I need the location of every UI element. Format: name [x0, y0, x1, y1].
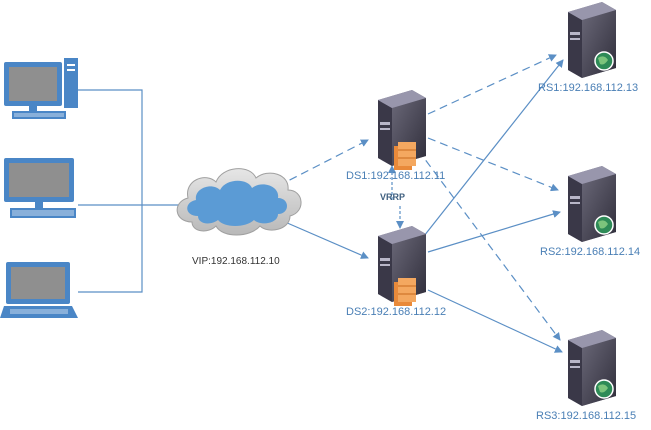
- laptop-icon: [0, 262, 78, 318]
- ds1-label: DS1:192.168.112.11: [346, 170, 446, 182]
- globe-icon: [594, 215, 614, 235]
- rs1-label: RS1:192.168.112.13: [538, 82, 639, 94]
- vip-label: VIP:192.168.112.10: [192, 256, 280, 267]
- globe-icon: [594, 379, 614, 399]
- desktop-icon: [4, 158, 76, 218]
- rs2-label: RS2:192.168.112.14: [540, 246, 641, 258]
- link-desktop1: [78, 89, 143, 205]
- link-ds2-rs2: [427, 210, 561, 253]
- link-laptop: [78, 205, 143, 293]
- link-ds2-rs1: [423, 59, 564, 237]
- link-cloud-ds2: [284, 221, 369, 259]
- link-ds1-rs1: [427, 54, 557, 115]
- link-ds2-rs3: [427, 289, 563, 353]
- cloud-icon: [176, 168, 302, 236]
- rs3-label: RS3:192.168.112.15: [536, 410, 637, 422]
- vrrp-label: VRRP: [380, 192, 406, 202]
- ds2-label: DS2:192.168.112.12: [346, 306, 447, 318]
- desktop-icon: [4, 58, 78, 119]
- link-ds1-rs3: [417, 149, 561, 341]
- link-ds1-rs2: [427, 137, 559, 192]
- link-cloud-ds1: [277, 139, 369, 187]
- globe-icon: [594, 51, 614, 71]
- firewall-icon: [394, 278, 416, 306]
- firewall-icon: [394, 142, 416, 170]
- ds-links: [277, 54, 564, 353]
- client-links: [78, 89, 180, 293]
